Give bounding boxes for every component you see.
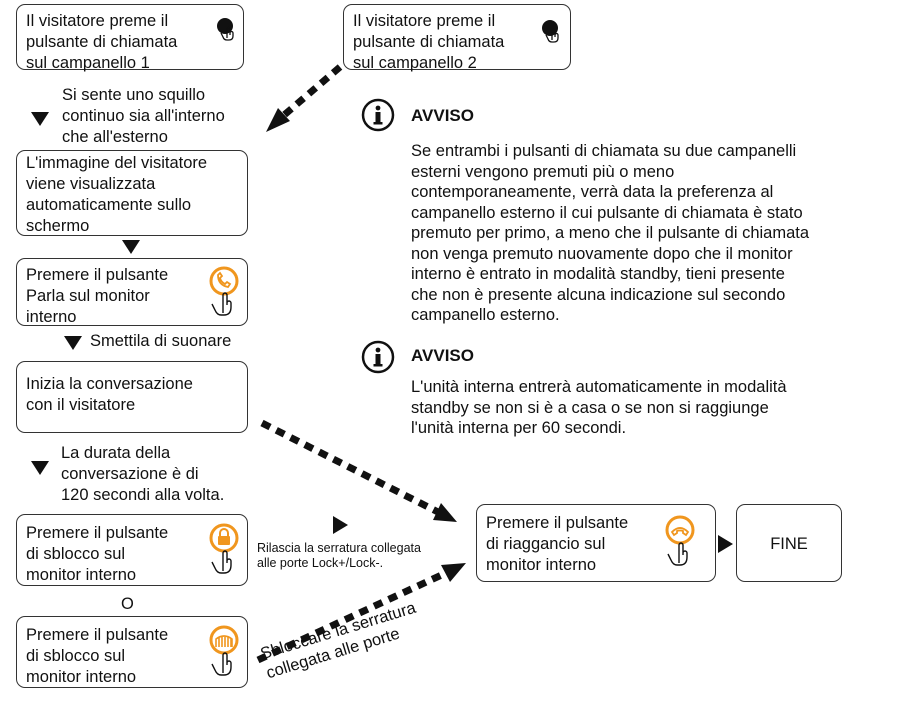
step-conversation-text: Inizia la conversazione con il visitator… [26, 375, 193, 414]
flow-arrow-right [718, 535, 733, 553]
step-unlock1-box: Premere il pulsante di sblocco sul monit… [16, 514, 248, 586]
call-button-icon [217, 18, 234, 41]
gate-icon [209, 625, 239, 676]
phone-hangup-icon [665, 515, 695, 566]
step-bell1-box: Il visitatore preme il pulsante di chiam… [16, 4, 244, 72]
stop-ringing-text: Smettila di suonare [90, 332, 232, 350]
info-icon [361, 98, 395, 132]
dotted-arrow-to-hangup-1 [260, 419, 440, 516]
call-button-icon [542, 20, 559, 43]
step-bell1-text: Il visitatore preme il pulsante di chiam… [26, 12, 178, 72]
flow-arrow-down [122, 240, 140, 254]
notice-2-body: L'unità interna entrerà automaticamente … [411, 378, 787, 437]
step-image-box: L'immagine del visitatore viene visualiz… [16, 150, 248, 236]
ring-note-text: Si sente uno squillo continuo sia all'in… [62, 86, 225, 146]
flow-arrow-right [333, 516, 348, 534]
step-hangup-box: Premere il pulsante di riaggancio sul mo… [476, 504, 716, 582]
step-talk-box: Premere il pulsante Parla sul monitor in… [16, 258, 248, 326]
dotted-arrow-to-hangup-2-head [441, 563, 466, 582]
step-hangup-text: Premere il pulsante di riaggancio sul mo… [486, 514, 629, 574]
duration-note-text: La durata della conversazione è di 120 s… [61, 444, 225, 504]
info-icon [361, 340, 395, 374]
or-text: O [121, 595, 134, 613]
dotted-arrow-to-hangup-2 [256, 568, 450, 664]
step-unlock2-box: Premere il pulsante di sblocco sul monit… [16, 616, 248, 688]
flow-arrow-down [31, 112, 49, 126]
flow-arrow-down [64, 336, 82, 350]
dotted-arrow-to-hangup-1-head [433, 503, 457, 522]
notice-1-title: AVVISO [411, 106, 474, 125]
phone-talk-icon [209, 266, 239, 316]
notice-1-body: Se entrambi i pulsanti di chiamata su du… [411, 142, 810, 324]
end-text: FINE [770, 535, 808, 553]
step-bell2-text: Il visitatore preme il pulsante di chiam… [353, 12, 505, 72]
dotted-arrow-bell2-head [266, 108, 290, 132]
dotted-arrow-bell2 [280, 64, 343, 119]
step-image-text: L'immagine del visitatore viene visualiz… [26, 154, 208, 235]
end-box: FINE [736, 504, 842, 582]
step-unlock2-text: Premere il pulsante di sblocco sul monit… [26, 626, 169, 686]
step-talk-text: Premere il pulsante Parla sul monitor in… [26, 266, 169, 326]
flow-arrow-down [31, 461, 49, 475]
notice-2-title: AVVISO [411, 346, 474, 365]
padlock-icon [209, 523, 239, 574]
step-bell2-box: Il visitatore preme il pulsante di chiam… [343, 4, 571, 72]
step-conversation-box: Inizia la conversazione con il visitator… [16, 361, 248, 433]
step-unlock1-text: Premere il pulsante di sblocco sul monit… [26, 524, 169, 584]
release-lock-text: Rilascia la serratura collegata alle por… [257, 541, 421, 570]
